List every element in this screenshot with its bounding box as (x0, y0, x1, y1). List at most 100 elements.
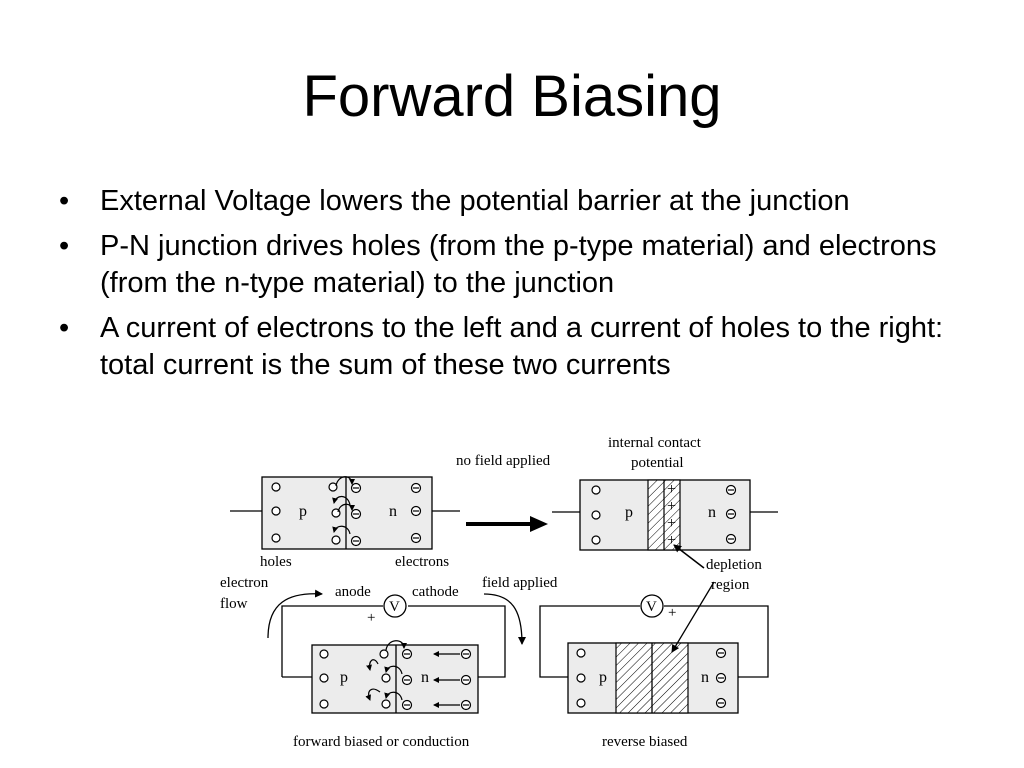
anode-label: anode (335, 584, 371, 600)
field-arrow (483, 593, 526, 645)
pn-block-equilibrium: + + + + p n internal contact potential d… (552, 435, 778, 593)
curved-arrow-icon (337, 503, 355, 513)
hole-icon (319, 673, 329, 683)
electron-icon (725, 508, 737, 520)
hole-markers (576, 648, 586, 708)
circuit-wire (281, 605, 383, 677)
electron-markers (715, 647, 727, 709)
depletion-pointer-arrow (671, 581, 715, 653)
n-region-label: n (389, 503, 397, 520)
depletion-region-label: region (711, 577, 750, 593)
bullet-text: P-N junction drives holes (from the p-ty… (100, 230, 937, 299)
depletion-region-label: depletion (706, 557, 762, 573)
electron-icon (410, 482, 422, 494)
bullet-marker: • (59, 185, 70, 217)
hole-icon (271, 506, 281, 516)
forward-biased-caption: forward biased or conduction (293, 734, 470, 750)
electron-icon (350, 508, 362, 520)
hole-markers (591, 485, 601, 545)
hole-icon (381, 673, 391, 683)
hole-icon (576, 698, 586, 708)
electron-markers (401, 648, 472, 711)
hole-icon (576, 648, 586, 658)
curved-arrow-icon (384, 665, 403, 675)
p-region-label: p (599, 669, 607, 686)
semiconductor-block (261, 476, 433, 550)
n-region-label: n (708, 504, 716, 521)
circuit-wire (664, 605, 769, 678)
p-region-label: p (299, 503, 307, 520)
electron-icon (725, 484, 737, 496)
hole-icon (591, 510, 601, 520)
semiconductor-block (311, 644, 479, 714)
electron-flow-label: flow (220, 596, 248, 612)
bullet-text: External Voltage lowers the potential ba… (100, 185, 850, 217)
hole-icon (379, 649, 389, 659)
circuit-wire (408, 605, 506, 678)
bullet-text: A current of electrons to the left and a… (100, 312, 944, 381)
hole-markers (319, 649, 391, 709)
hole-icon (328, 482, 338, 492)
slide-title: Forward Biasing (302, 64, 722, 129)
curved-arrow-icon (366, 659, 379, 671)
curved-arrow-icon (332, 495, 351, 506)
pn-block-no-field: p n (230, 476, 460, 570)
reverse-biased-caption: reverse biased (602, 734, 688, 750)
hole-icon (271, 533, 281, 543)
bullet-list: • External Voltage lowers the potential b… (56, 183, 976, 392)
reverse-bias-circuit: V + p n reverse biased (539, 581, 769, 750)
electron-markers (350, 482, 422, 547)
plus-charge: + (667, 515, 676, 532)
hole-icon (576, 673, 586, 683)
bullet-marker: • (59, 230, 70, 262)
curved-arrow-icon (365, 688, 381, 701)
electron-flow-label: electron (220, 575, 269, 591)
polarity-plus: + (367, 610, 375, 626)
depletion-charges: + + + + (667, 481, 676, 549)
hole-icon (331, 535, 341, 545)
holes-label: holes (260, 554, 292, 570)
electron-icon (725, 533, 737, 545)
bullet-item: • External Voltage lowers the potential b… (56, 183, 976, 220)
bullet-item: • A current of electrons to the left and … (56, 310, 976, 384)
diffusion-arrows (332, 476, 355, 535)
voltmeter-icon (383, 594, 407, 618)
electron-icon (715, 697, 727, 709)
electron-flow-arrow (267, 589, 323, 639)
electron-icon (401, 699, 413, 711)
curved-arrow-icon (384, 691, 403, 701)
transition-arrow (466, 516, 548, 532)
voltmeter-label: V (389, 599, 400, 615)
p-region-label: p (625, 504, 633, 521)
electron-icon (715, 672, 727, 684)
n-region-label: n (701, 669, 709, 686)
circuit-wire (539, 605, 640, 678)
hole-icon (319, 699, 329, 709)
internal-contact-label: internal contact (608, 435, 702, 451)
curved-arrow-icon (335, 476, 355, 487)
field-applied-label: field applied (482, 575, 558, 591)
electron-icon (401, 674, 413, 686)
bullet-item: • P-N junction drives holes (from the p-t… (56, 228, 976, 302)
electrons-label: electrons (395, 554, 449, 570)
curved-arrow-icon (332, 525, 351, 535)
electron-markers (725, 484, 737, 545)
electron-icon (410, 532, 422, 544)
hole-icon (271, 482, 281, 492)
recombination-arrows (365, 640, 407, 701)
electron-icon (350, 482, 362, 494)
electron-drift-arrows (433, 651, 460, 708)
hole-markers (271, 482, 341, 545)
plus-charge: + (667, 498, 676, 515)
depletion-pointer-arrow (673, 544, 705, 569)
n-region-label: n (421, 669, 429, 686)
electron-icon (401, 648, 413, 660)
electron-icon (715, 647, 727, 659)
polarity-plus: + (668, 605, 676, 621)
hole-icon (591, 485, 601, 495)
electron-icon (410, 505, 422, 517)
bullet-marker: • (59, 312, 70, 344)
curved-arrow-icon (385, 640, 407, 651)
plus-charge: + (667, 532, 676, 549)
